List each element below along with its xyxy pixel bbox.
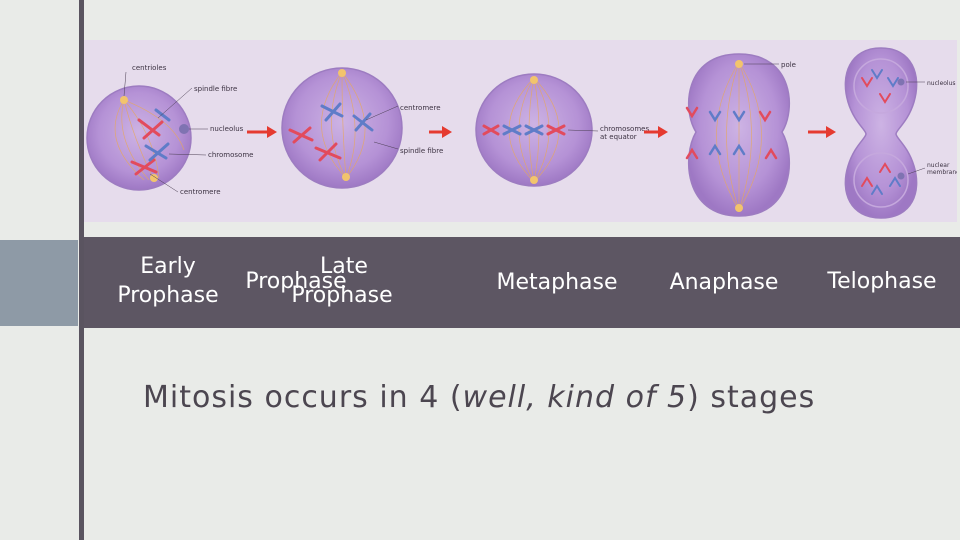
left-divider-rule — [79, 0, 84, 540]
svg-text:centromere: centromere — [180, 188, 221, 196]
arrow-right-icon — [247, 126, 277, 138]
arrow-right-icon — [644, 126, 668, 138]
label-early-prophase-line2: Prophase — [117, 283, 219, 308]
cell-1-annotations: centrioles spindle fibre nucleolus chrom… — [123, 64, 253, 196]
cell-late-prophase — [281, 67, 403, 189]
label-late-prophase-line2: Prophase — [291, 283, 393, 308]
cell-2-annotations: centromere spindle fibre — [365, 104, 443, 155]
cell-5-annotations: nucleolus nuclear membrane — [906, 80, 960, 176]
cell-anaphase — [685, 53, 791, 217]
label-late-prophase-overlap: Prophase — [245, 269, 347, 294]
caption-part-2: ) stages — [687, 380, 816, 415]
cell-telophase — [844, 47, 918, 219]
label-early-prophase-line1: Early — [140, 254, 196, 279]
label-telophase: Telophase — [827, 269, 937, 294]
arrow-right-icon — [808, 126, 836, 138]
cell-metaphase — [475, 73, 593, 187]
svg-text:nucleolus: nucleolus — [927, 80, 956, 87]
cell-4-annotations: pole — [744, 61, 796, 69]
svg-text:centrioles: centrioles — [132, 64, 167, 72]
left-accent-block — [0, 240, 78, 326]
phase-labels-band — [84, 237, 960, 328]
svg-text:spindle fibre: spindle fibre — [194, 85, 237, 93]
svg-text:nuclear: nuclear — [927, 162, 950, 169]
svg-text:at equator: at equator — [600, 133, 637, 141]
svg-text:membrane: membrane — [927, 169, 957, 176]
label-late-prophase-line1: Late — [320, 254, 368, 279]
svg-text:spindle fibre: spindle fibre — [400, 147, 443, 155]
svg-text:chromosome: chromosome — [208, 151, 253, 159]
cell-early-prophase — [86, 85, 192, 191]
svg-text:chromosomes: chromosomes — [600, 125, 649, 133]
caption-part-1: Mitosis occurs in 4 ( — [143, 380, 463, 415]
slide-caption: Mitosis occurs in 4 (well, kind of 5) st… — [143, 380, 815, 415]
label-metaphase: Metaphase — [496, 270, 618, 295]
svg-text:nucleolus: nucleolus — [210, 125, 244, 133]
caption-italic: well, kind of 5 — [462, 380, 688, 415]
svg-text:centromere: centromere — [400, 104, 441, 112]
cell-3-annotations: chromosomes at equator — [567, 125, 649, 141]
svg-text:pole: pole — [781, 61, 796, 69]
arrow-right-icon — [429, 126, 452, 138]
mitosis-diagram: centrioles spindle fibre nucleolus chrom… — [84, 40, 960, 222]
label-anaphase: Anaphase — [669, 270, 779, 295]
